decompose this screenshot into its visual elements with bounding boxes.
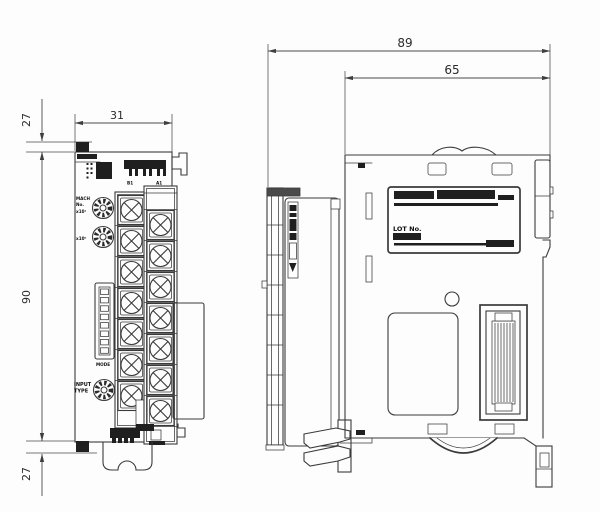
terminal-b1-label: B1 (127, 181, 133, 186)
dim-depth-body-label: 65 (444, 63, 459, 77)
terminal-screw (146, 271, 175, 303)
rotary-label-2: No. (76, 202, 84, 207)
model-text-block (77, 154, 97, 159)
bottom-mounting-tab (76, 441, 89, 452)
dim-bottom-offset-label: 27 (20, 467, 33, 481)
wiring-hooks (303, 419, 365, 473)
dim-top-offset-label: 27 (20, 113, 33, 127)
nameplate-model-text (394, 191, 434, 199)
terminal-screw (117, 225, 146, 257)
led-indicator (86, 162, 112, 179)
terminal-screw (146, 302, 175, 334)
terminal-cover-edge (172, 302, 205, 420)
rotary-switch-icon (94, 380, 115, 401)
terminal-screw (117, 256, 146, 288)
coupling-hook-top (171, 152, 188, 176)
dim-width-label: 31 (110, 109, 124, 122)
front-view: 27 90 27 31 B1 A1 (20, 99, 205, 496)
terminal-a1-label: A1 (156, 181, 162, 186)
lot-number-label: LOT No. (393, 225, 422, 233)
slide-lock-block (534, 159, 554, 439)
dip-switch-label: MODE (96, 362, 110, 367)
dim-depth-overall-label: 89 (397, 36, 412, 50)
rotary-label-1: MACH (76, 196, 90, 201)
terminal-screw (117, 349, 146, 381)
nameplate: LOT No. (387, 186, 521, 254)
side-dimension-lines (267, 44, 551, 187)
terminal-screw (117, 287, 146, 319)
backplane-connector (479, 304, 528, 421)
din-rail-parts (427, 423, 553, 488)
din-rail-slider-front (102, 424, 154, 471)
cover-label-strip (287, 201, 299, 279)
input-type-label-2: TYPE (74, 389, 89, 395)
side-view: 89 65 (261, 36, 554, 488)
rotary-switch-unit-ones: x10⁰ (76, 227, 114, 248)
rotary-label-3: x10¹ (76, 209, 87, 214)
front-dimension-lines (26, 99, 173, 496)
rotary-switch-input-type: INPUT TYPE (74, 380, 115, 401)
dim-height-label: 90 (20, 290, 33, 304)
terminal-screw (146, 209, 175, 241)
access-cover (387, 312, 459, 416)
terminal-screw (146, 395, 175, 427)
rotary-label-4: x10⁰ (76, 236, 87, 241)
terminal-block-side (261, 187, 301, 451)
dip-switch: MODE (94, 282, 115, 367)
terminal-screw (146, 364, 175, 396)
terminal-block-left-column (114, 191, 149, 429)
terminal-screw (146, 333, 175, 365)
nameplate-model-text (437, 190, 495, 199)
terminal-block-right-column (143, 185, 178, 445)
rotary-switch-icon (93, 198, 114, 219)
cover-arrow-icon (289, 263, 297, 272)
rotary-switch-unit-tens: MACH No. x10¹ (76, 196, 114, 219)
top-connector: B1 A1 (124, 160, 166, 186)
terminal-screw (117, 194, 146, 226)
input-type-label-1: INPUT (74, 382, 92, 388)
terminal-screw (146, 240, 175, 272)
terminal-cover-side (284, 197, 341, 447)
terminal-screw (117, 318, 146, 350)
screw-hole (444, 291, 460, 307)
din-rail-slider-side (535, 445, 553, 488)
rotary-switch-icon (93, 227, 114, 248)
top-mounting-tab (76, 142, 89, 152)
top-grip (430, 146, 498, 156)
